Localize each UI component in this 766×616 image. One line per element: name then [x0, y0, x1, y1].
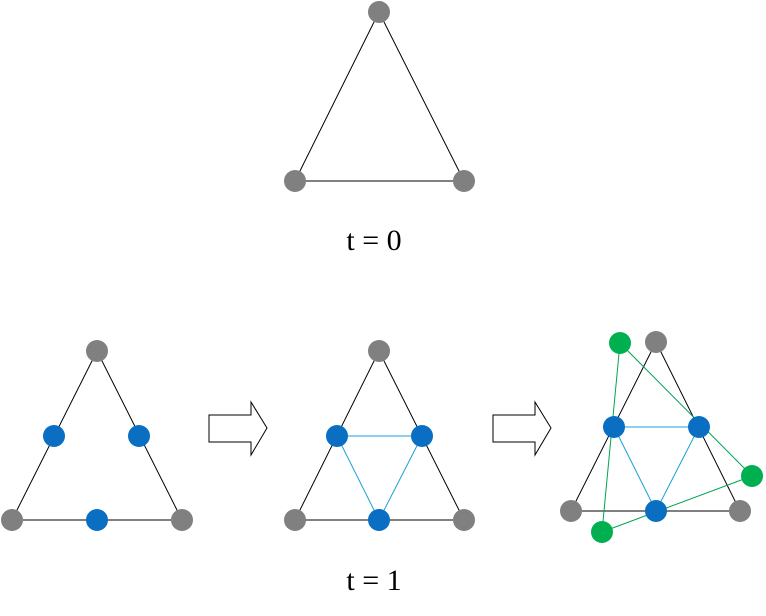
midpoint-node: [411, 425, 433, 447]
original-node: [645, 331, 667, 353]
original-node: [171, 509, 193, 531]
label-t1: t = 1: [346, 564, 401, 597]
original-node: [368, 340, 390, 362]
midpoint-node: [645, 500, 667, 522]
midpoint-node: [43, 425, 65, 447]
new-node: [591, 521, 613, 543]
midpoint-node: [603, 416, 625, 438]
original-node: [1, 509, 23, 531]
edge: [378, 11, 465, 182]
new-edge: [619, 342, 753, 477]
stage-t1-connected: [284, 340, 475, 531]
midpoint-node: [326, 425, 348, 447]
original-node: [453, 509, 475, 531]
new-node: [741, 465, 763, 487]
original-node: [284, 170, 306, 192]
midpoint-node: [368, 509, 390, 531]
stage-t0: [284, 1, 475, 192]
right-arrow-icon: [492, 400, 552, 457]
midpoint-node: [688, 416, 710, 438]
stage-t1-midpoints: [1, 340, 193, 531]
original-node: [560, 500, 582, 522]
new-node: [609, 332, 631, 354]
stage-t1-perturbed: [560, 331, 763, 543]
edge: [294, 11, 380, 182]
original-node: [729, 500, 751, 522]
inner-edge: [378, 435, 423, 521]
new-edge: [601, 475, 753, 533]
midpoint-node: [86, 509, 108, 531]
original-node: [284, 509, 306, 531]
label-t0: t = 0: [346, 224, 401, 257]
original-node: [368, 1, 390, 23]
inner-edge: [613, 426, 657, 512]
inner-edge: [655, 426, 700, 512]
original-node: [86, 340, 108, 362]
midpoint-node: [128, 425, 150, 447]
original-node: [453, 170, 475, 192]
inner-edge: [336, 435, 380, 521]
right-arrow-icon: [208, 400, 268, 457]
